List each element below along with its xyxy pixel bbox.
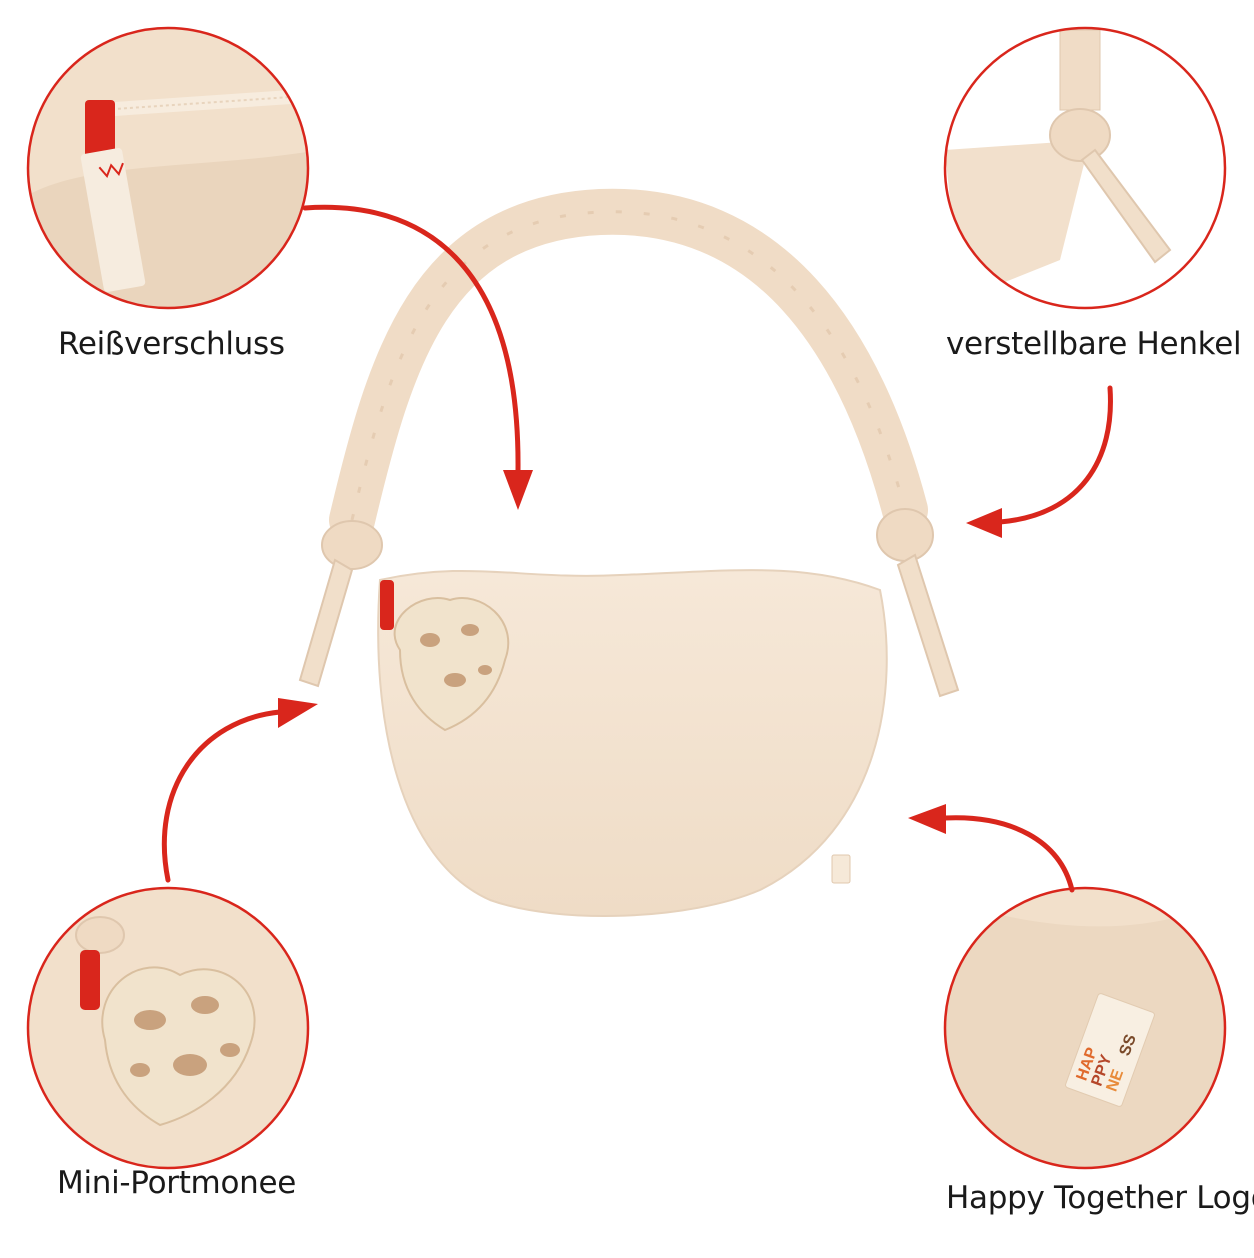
- detail-circle-handle: [943, 26, 1227, 310]
- main-bag: [298, 188, 960, 917]
- arrow-icon: [302, 204, 521, 473]
- detail-circle-purse: [26, 886, 310, 1170]
- feature-label-logo: Happy Together Logo: [946, 1180, 1254, 1216]
- zipper-pull-icon: [85, 100, 115, 160]
- feature-label-purse: Mini-Portmonee: [57, 1165, 297, 1201]
- arrow-icon: [942, 815, 1075, 893]
- heart-purse-icon: [393, 597, 510, 732]
- logo-tag-icon: HAP PPY NE SS: [1065, 993, 1155, 1107]
- feature-label-zip: Reißverschluss: [58, 326, 285, 362]
- detail-circle-logo: HAP PPY NE SS: [943, 886, 1227, 1170]
- arrows: [161, 204, 1113, 893]
- feature-label-handle: verstellbare Henkel: [946, 326, 1242, 362]
- arrow-icon: [161, 709, 283, 883]
- bag-logo-tag: [831, 854, 851, 884]
- bag-strap: [329, 188, 928, 543]
- logo-tag-line-4: SS: [1117, 1032, 1140, 1058]
- arrow-icon: [997, 385, 1113, 525]
- logo-tag-line-3: NE: [1104, 1067, 1128, 1094]
- detail-circle-zip: [26, 26, 310, 310]
